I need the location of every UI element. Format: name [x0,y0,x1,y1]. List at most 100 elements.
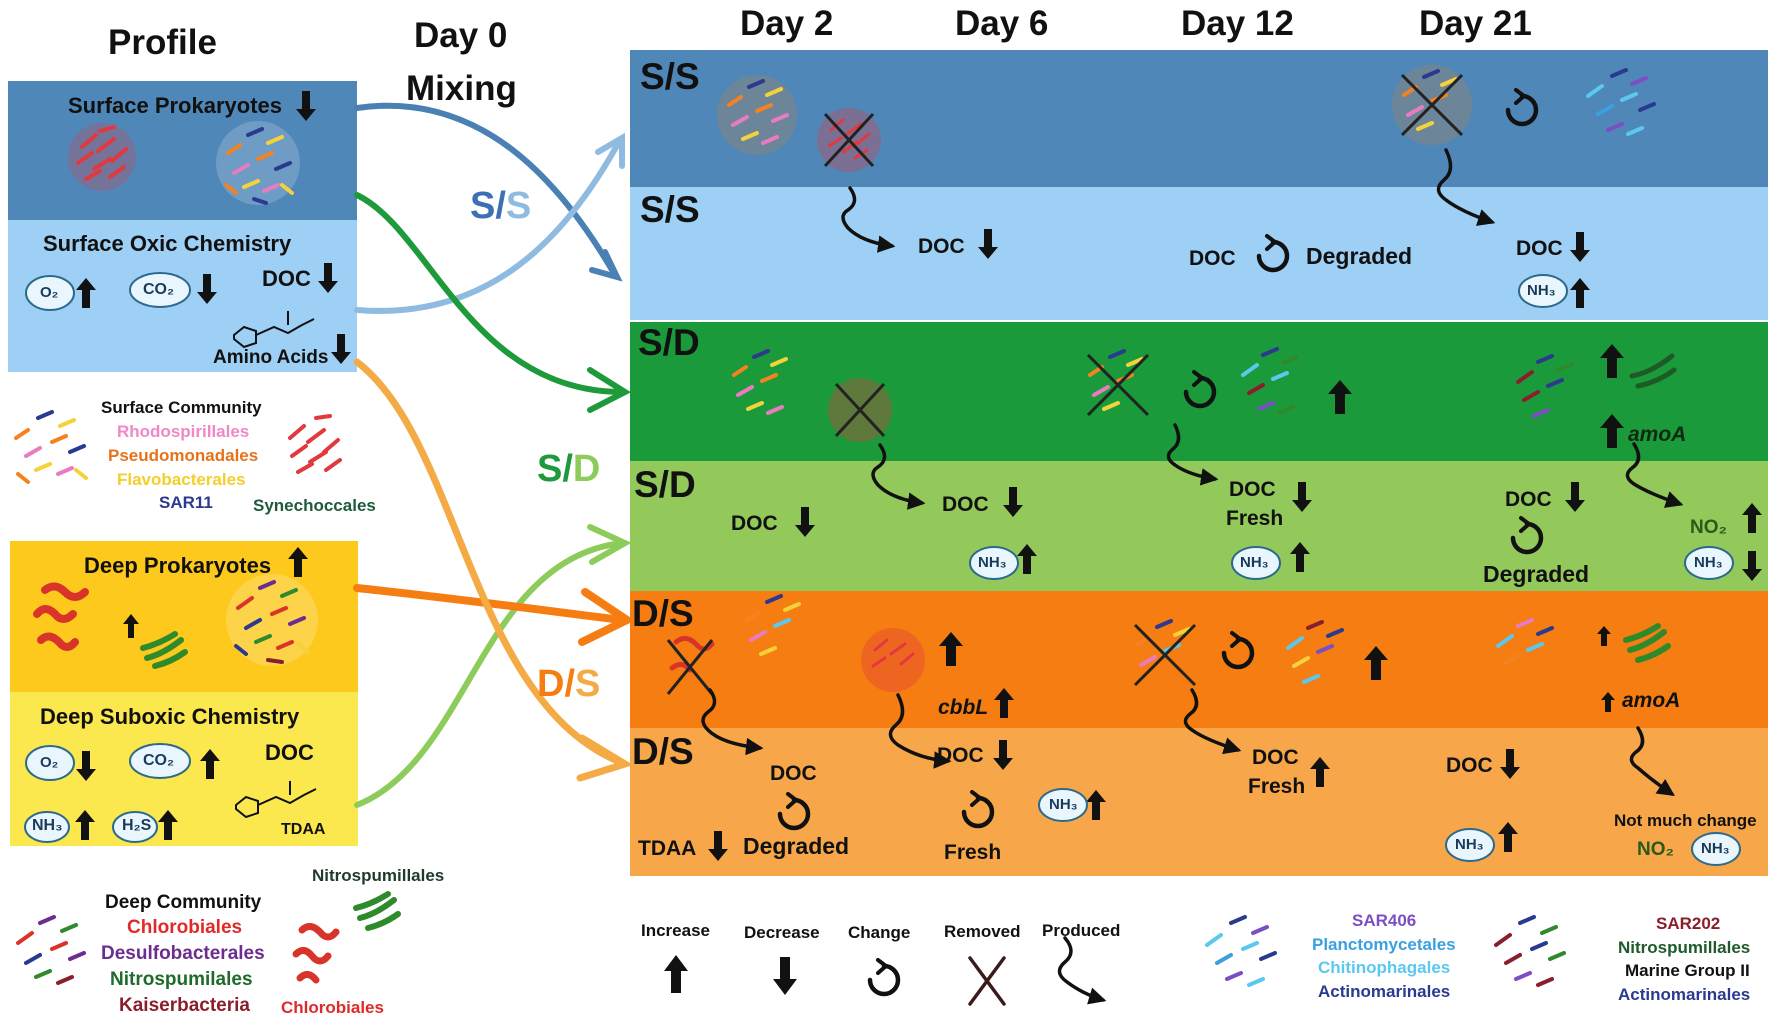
kaiserbacteria-label: Kaiserbacteria [119,995,250,1016]
down-arrow-icon [978,229,998,259]
row-ds-chemistry [630,728,1768,876]
deep-community-label: Deep Community [105,892,262,913]
sd-doc-day12: DOC [1229,478,1276,501]
ds-fresh-day12: Fresh [1248,775,1306,798]
legend-decrease: Decrease [744,923,820,942]
ds-nh3-right: NH₃ [1701,840,1730,857]
decrease-legend-icon [773,957,797,995]
sd-doc-day21: DOC [1505,488,1552,511]
sd-no2: NO₂ [1690,517,1727,538]
row-ds-microbes [630,591,1768,728]
tdaa-label: TDAA [281,821,326,838]
up-arrow-icon [1290,542,1310,572]
up-arrow-icon [1601,692,1615,712]
day0-header-line1: Day 0 [414,16,508,55]
ds-tdaa: TDAA [638,837,697,860]
surface-prokaryotes-box [8,81,357,220]
group1-sar406: SAR406 [1352,911,1417,930]
profile-clusters [14,121,401,985]
sar11-label: SAR11 [159,493,213,512]
ss-doc-day2: DOC [918,235,965,258]
ss-doc-day21: DOC [1516,237,1563,260]
legend-increase: Increase [641,921,710,940]
arrow-surface-to-sd [354,192,623,395]
arrow-surface-chem-to-ds [353,358,624,766]
arrow-deep-chem-to-sd [354,540,625,808]
group1-chitinophagales: Chitinophagales [1318,958,1451,977]
up-arrow-icon [939,632,963,666]
up-arrow-icon [1310,757,1330,787]
row-title-ds-2: D/S [632,731,694,772]
flavobacterales-label: Flavobacterales [117,470,246,489]
ds-nh3-day21: NH₃ [1455,836,1484,853]
ds-not-much-change: Not much change [1614,811,1757,830]
up-arrow-icon [288,547,308,577]
deep-co2-label: CO₂ [143,752,175,769]
sd-fresh-day12: Fresh [1226,507,1284,530]
group1-planctomycetales: Planctomycetales [1312,935,1456,954]
amino-acids-label: Amino Acids [213,347,329,368]
arrow-surface-chem-to-ss [354,137,623,314]
deep-doc-label: DOC [265,740,314,765]
sd-nh3-day12: NH₃ [1240,554,1269,571]
deep-o2-label: O₂ [40,754,59,771]
down-arrow-icon [708,831,728,861]
up-arrow-icon [1086,790,1106,820]
deep-chemistry-label: Deep Suboxic Chemistry [40,704,300,729]
up-arrow-icon [1742,503,1762,533]
ds-doc-day21: DOC [1446,754,1493,777]
day6-header: Day 6 [955,4,1049,43]
sd-nh3-day2: NH₃ [978,554,1007,571]
amino-acid-structure [233,311,317,819]
ds-cbbl: cbbL [938,696,989,719]
row-title-ss-2: S/S [640,189,700,230]
down-arrow-icon [1570,232,1590,262]
surface-prokaryotes-label: Surface Prokaryotes [68,93,282,118]
legend-change: Change [848,923,911,942]
group2-marine-group-ii: Marine Group II [1625,961,1750,980]
mix-label-ss: S/S [470,185,532,227]
day12-header: Day 12 [1181,4,1294,43]
up-arrow-icon [158,810,178,840]
ds-amoa: amoA [1622,689,1681,712]
down-arrow-icon [331,334,351,364]
down-arrow-icon [1565,482,1585,512]
mix-label-ds: D/S [537,663,601,705]
down-arrow-icon [1003,487,1023,517]
ds-no2: NO₂ [1637,839,1674,860]
surface-doc-label: DOC [262,266,311,291]
up-arrow-icon [994,688,1014,718]
down-arrow-icon [296,91,316,121]
day21-header: Day 21 [1419,4,1532,43]
up-arrow-icon [1597,626,1611,646]
row-title-ss-1: S/S [640,56,700,97]
group2-sar202: SAR202 [1656,914,1721,933]
sd-amoa: amoA [1628,423,1687,446]
day0-header-line2: Mixing [406,69,517,108]
ss-degraded-day12: Degraded [1306,243,1413,269]
deep-nh3-label: NH₃ [32,817,63,834]
rhodospirillales-label: Rhodospirillales [117,422,250,441]
down-arrow-icon [795,507,815,537]
up-arrow-icon [1498,822,1518,852]
arrow-deep-to-ds [353,584,626,624]
co2-label: CO₂ [143,281,175,298]
sd-doc-day0: DOC [731,512,778,535]
up-arrow-icon [76,278,96,308]
row-title-ds-1: D/S [632,593,694,634]
surface-chemistry-label: Surface Oxic Chemistry [43,231,292,256]
row-title-sd-2: S/D [634,464,696,505]
up-arrow-icon [200,749,220,779]
up-arrow-icon [123,614,139,638]
synechoccales-label: Synechoccales [253,496,376,515]
surface-community-label: Surface Community [101,398,262,417]
down-arrow-icon [1292,482,1312,512]
down-arrow-icon [993,740,1013,770]
change-icons [777,88,1544,997]
o2-label: O₂ [40,284,59,301]
removed-legend-icon [968,956,1006,1006]
down-arrow-icon [1742,551,1762,581]
sd-doc-day2: DOC [942,493,989,516]
